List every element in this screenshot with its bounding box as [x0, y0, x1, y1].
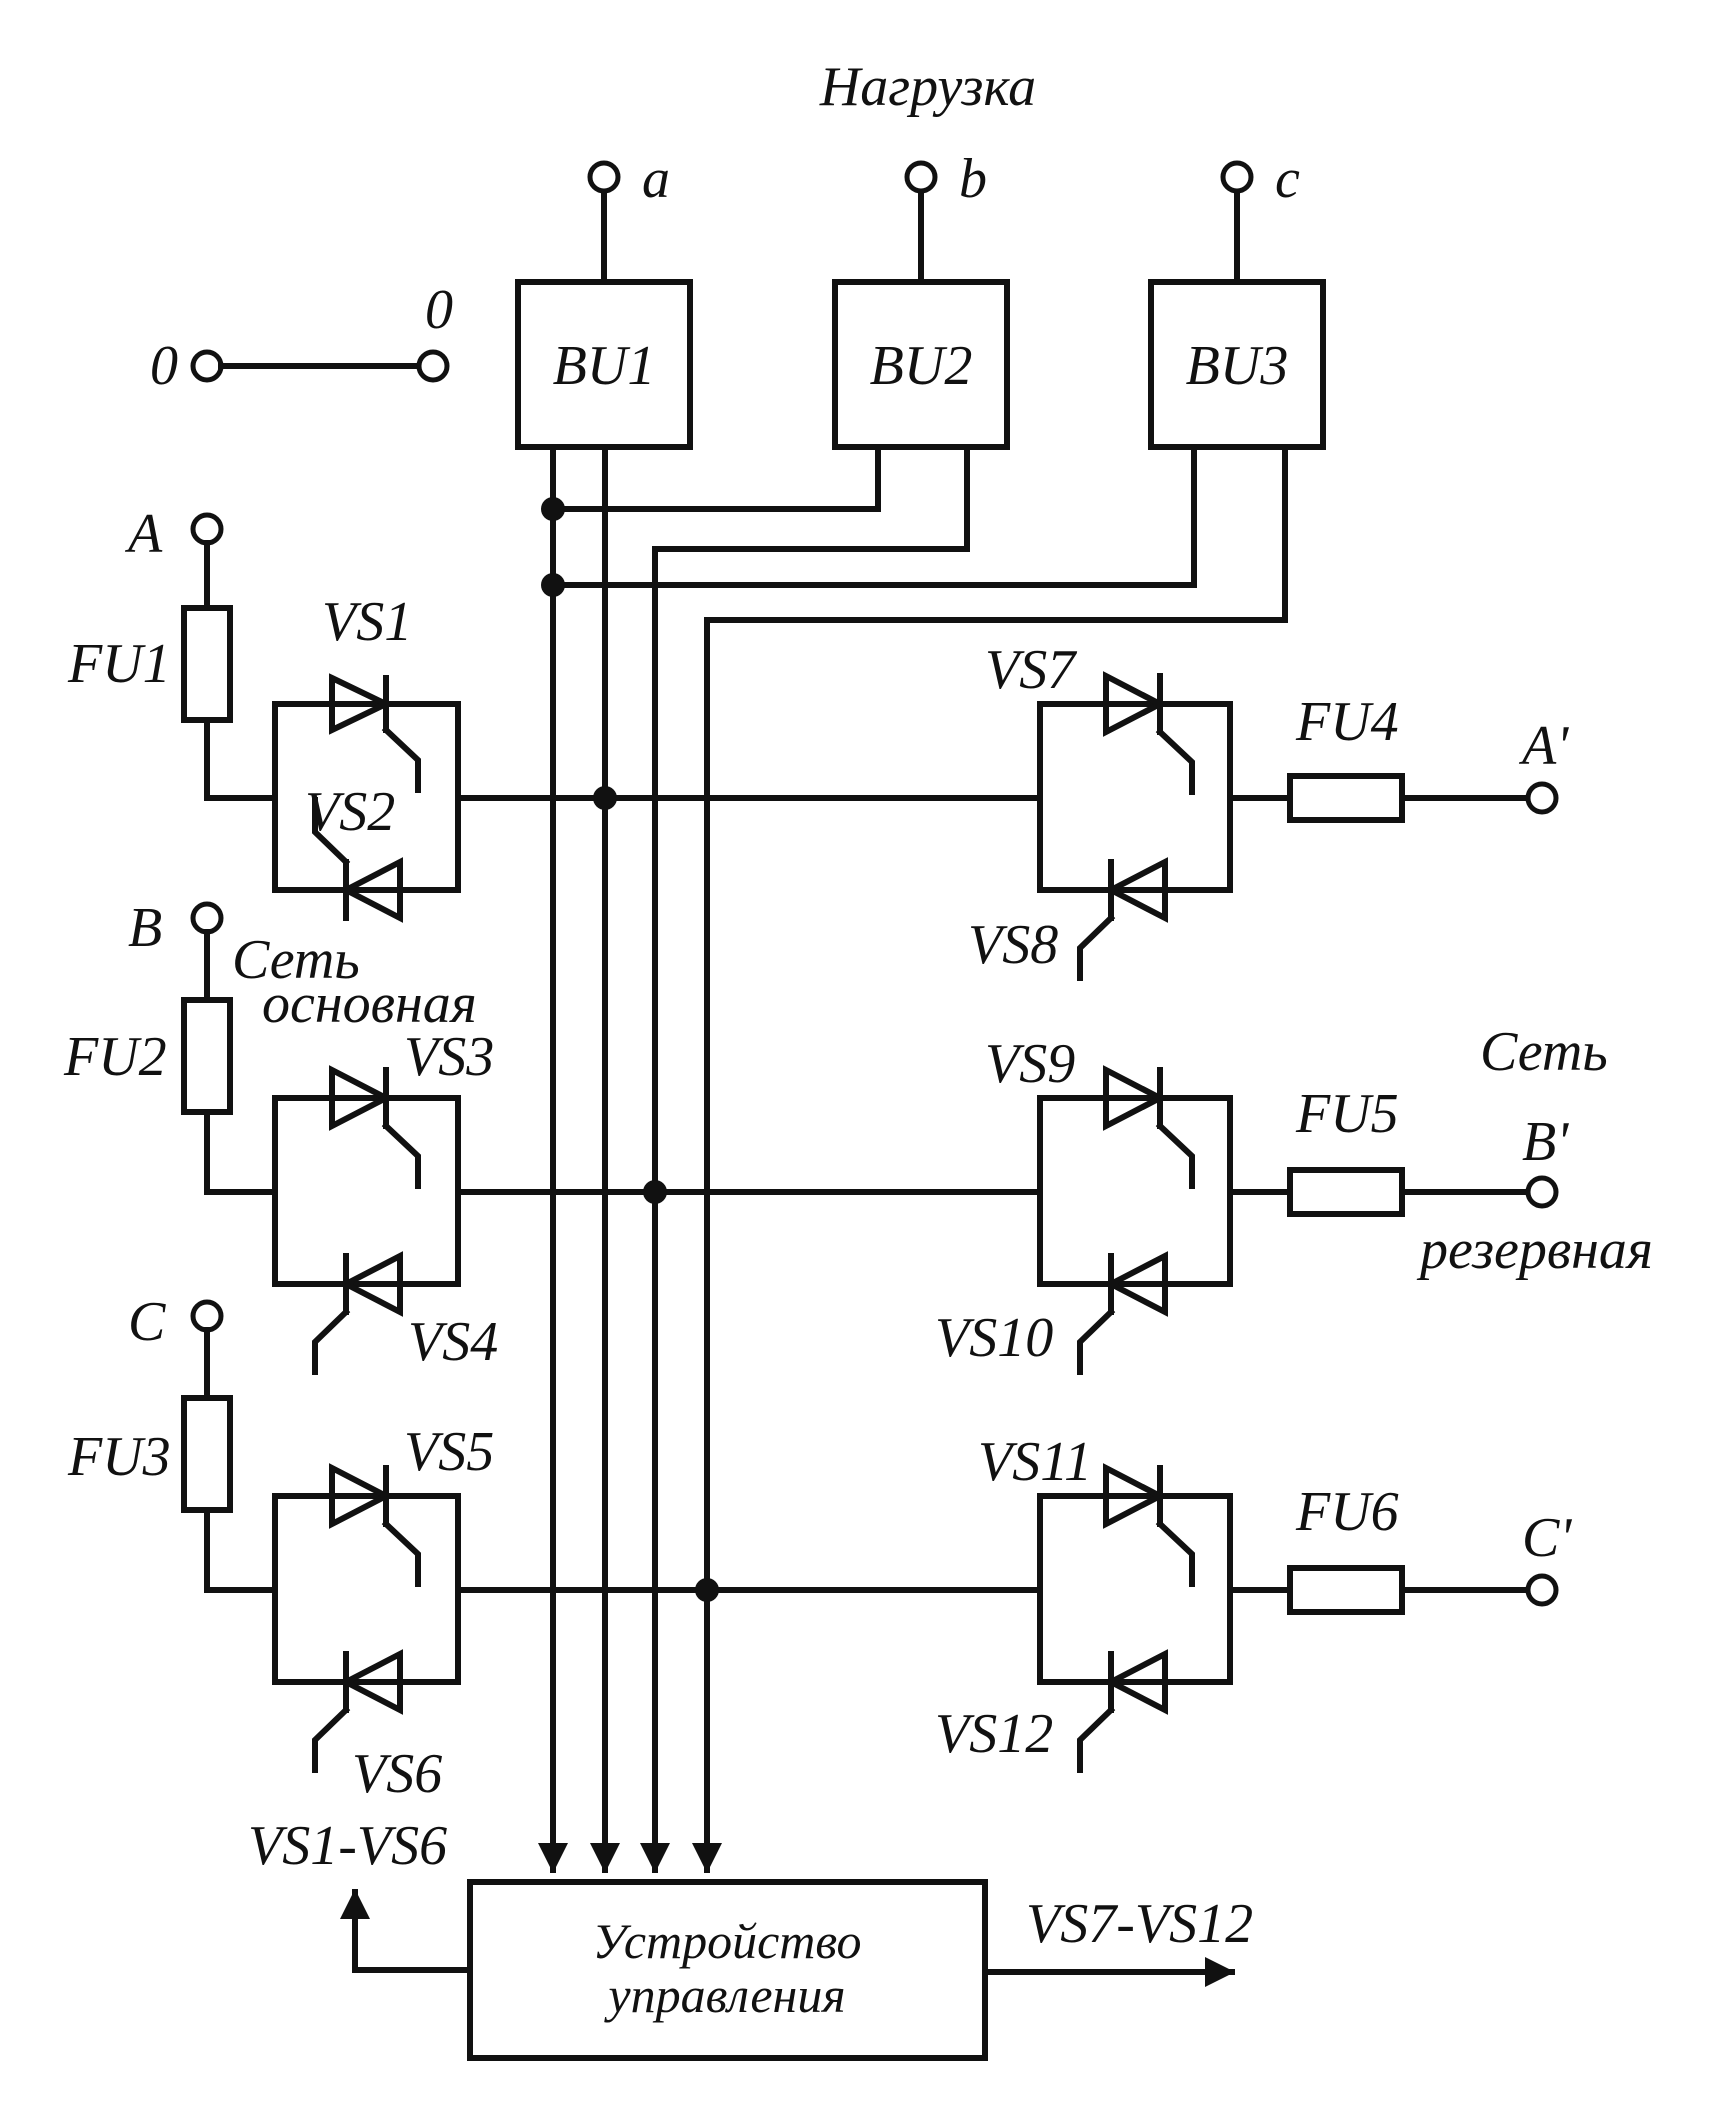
- load-terminal-c: c: [1220, 148, 1300, 285]
- thyristor-label: VS8: [968, 914, 1058, 976]
- neutral-line: 0 0: [150, 279, 453, 397]
- main-phase-b: B FU2 Сеть основная VS3 VS4: [63, 897, 1043, 1375]
- unit-label: BU1: [553, 335, 656, 397]
- main-phase-c: C FU3 VS5 VS6: [67, 1291, 1043, 1805]
- fuse-label: FU2: [63, 1026, 167, 1088]
- fuse-label: FU6: [1295, 1481, 1399, 1543]
- control-bus: [538, 444, 1288, 1873]
- fuse-fu1: [181, 605, 233, 723]
- fuse-label: FU1: [67, 633, 171, 695]
- unit-label: BU3: [1186, 335, 1289, 397]
- control-device-label: Устройство: [593, 1913, 862, 1969]
- thyristor-label: VS5: [404, 1421, 494, 1483]
- load-terminal-label: a: [642, 148, 670, 210]
- fuse-label: FU3: [67, 1426, 171, 1488]
- phase-label: A': [1518, 715, 1569, 777]
- fuse-fu2: [181, 997, 233, 1115]
- reserve-network-label: резервная: [1416, 1219, 1653, 1281]
- unit-bu2: BU2: [832, 279, 1010, 450]
- unit-label: BU2: [870, 335, 973, 397]
- thyristor-label: VS11: [978, 1431, 1092, 1493]
- phase-label: C': [1522, 1507, 1572, 1569]
- load-terminal-a: a: [587, 148, 670, 285]
- neutral-right-label: 0: [425, 279, 453, 341]
- main-phase-a: A FU1 VS1 VS2: [67, 503, 1043, 923]
- fuse-fu3: [181, 1395, 233, 1513]
- control-device: Устройство управления VS1-VS6 VS7-VS12: [248, 1815, 1253, 2061]
- main-network-label: основная: [262, 973, 477, 1035]
- thyristor-label: VS1: [322, 591, 412, 653]
- junction-dot: [593, 786, 617, 810]
- fuse-fu5: [1287, 1167, 1405, 1217]
- thyristor-label: VS4: [408, 1311, 498, 1373]
- junction-dot: [541, 497, 565, 521]
- neutral-left-label: 0: [150, 335, 178, 397]
- unit-bu3: BU3: [1148, 279, 1326, 450]
- control-output-left-label: VS1-VS6: [248, 1815, 447, 1877]
- junction-dot: [643, 1180, 667, 1204]
- thyristor-label: VS6: [352, 1743, 442, 1805]
- load-terminal-label: b: [959, 148, 987, 210]
- reserve-phase-a: VS7 VS8 FU4 A': [968, 639, 1569, 981]
- load-title: Нагрузка: [819, 56, 1036, 118]
- phase-label: B': [1522, 1111, 1569, 1173]
- reserve-phase-c: VS11 VS12 FU6 C': [935, 1431, 1572, 1773]
- control-device-label: управления: [603, 1967, 845, 2023]
- phase-label: C: [128, 1291, 166, 1353]
- fuse-label: FU4: [1295, 691, 1399, 753]
- junction-dot: [541, 573, 565, 597]
- control-output-right-label: VS7-VS12: [1026, 1893, 1253, 1955]
- thyristor-label: VS3: [404, 1026, 494, 1088]
- unit-bu1: BU1: [515, 279, 693, 450]
- junction-dot: [695, 1578, 719, 1602]
- main-network-label: Сеть: [232, 929, 360, 991]
- load-terminal-label: c: [1275, 148, 1300, 210]
- thyristor-label: VS7: [985, 639, 1077, 701]
- load-terminal-b: b: [904, 148, 987, 285]
- thyristor-label: VS10: [935, 1307, 1053, 1369]
- thyristor-label: VS2: [305, 781, 395, 843]
- phase-label: A: [124, 503, 163, 565]
- fuse-label: FU5: [1295, 1083, 1399, 1145]
- phase-label: B: [128, 897, 162, 959]
- thyristor-label: VS12: [935, 1703, 1053, 1765]
- thyristor-label: VS9: [985, 1033, 1075, 1095]
- fuse-fu4: [1287, 773, 1405, 823]
- reserve-phase-b: VS9 VS10 FU5 B' Сеть резервная: [935, 1021, 1653, 1375]
- reserve-network-label: Сеть: [1480, 1021, 1608, 1083]
- fuse-fu6: [1287, 1565, 1405, 1615]
